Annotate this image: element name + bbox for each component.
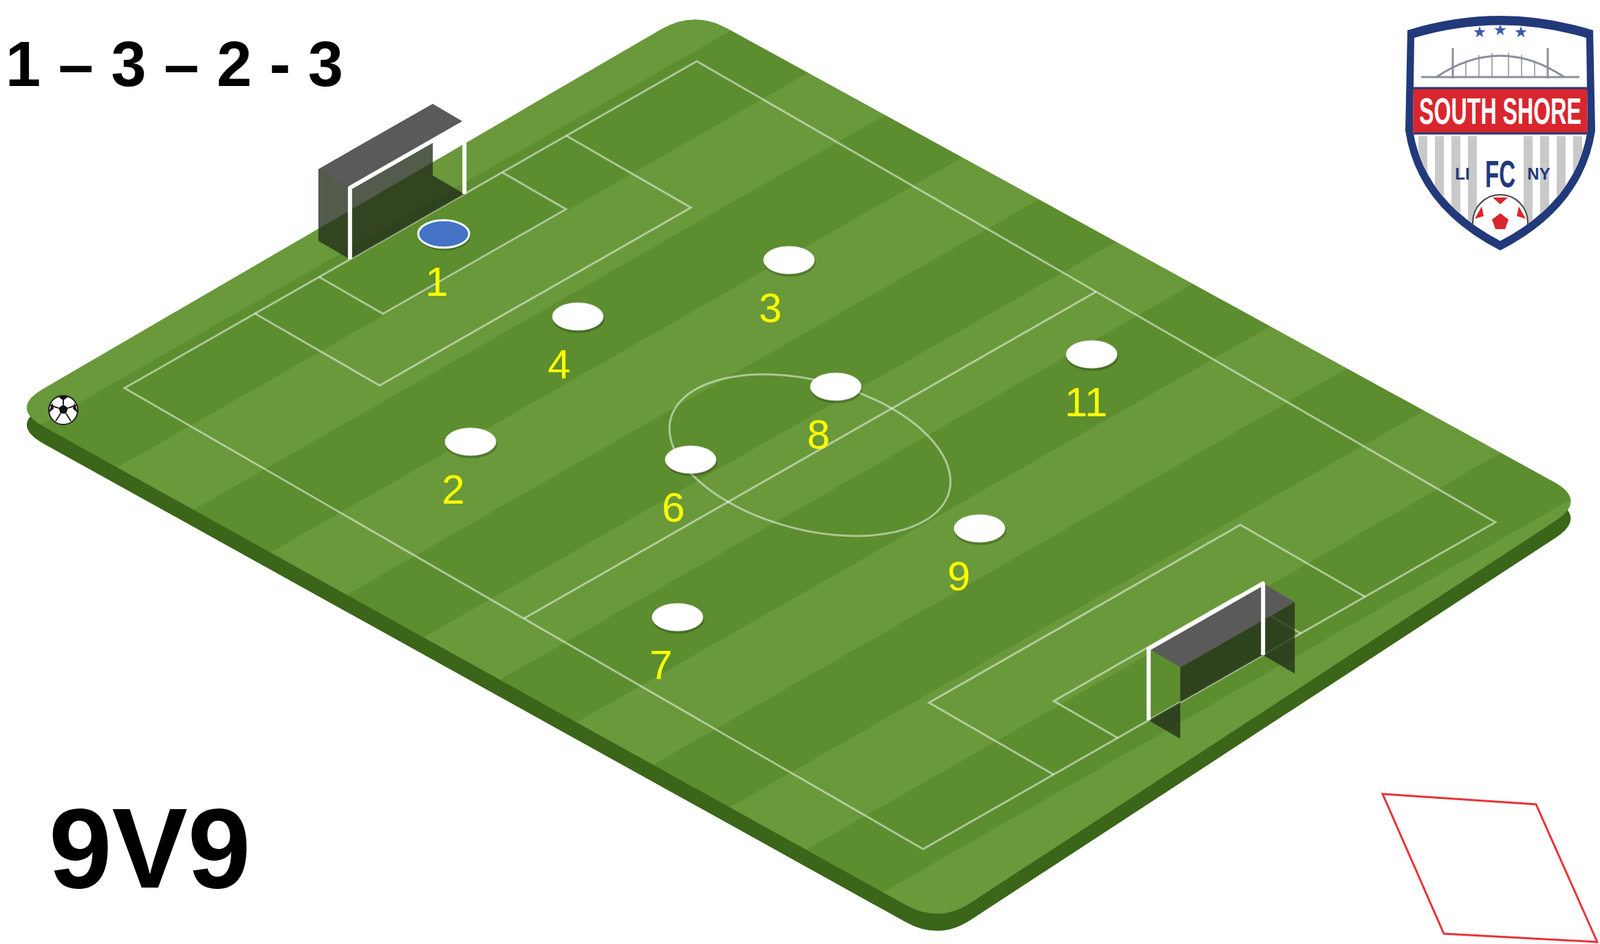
player-disc [1064,339,1120,374]
player-marker: 3 [747,244,831,335]
player-disc [663,444,719,479]
formation-title: 1 – 3 – 2 - 3 [5,32,344,96]
player-number: 2 [412,469,495,511]
player-disc [550,301,607,336]
crest-text: NY [1527,165,1550,183]
player-marker: 8 [794,371,878,461]
player-marker: 9 [938,513,1021,603]
crest-text: FC [1485,154,1516,194]
player-number: 4 [517,343,601,386]
player-marker: 1 [402,218,485,309]
player-number: 1 [395,261,479,303]
player-disc [762,244,818,280]
player-number: 3 [729,287,812,329]
pitch-markings [124,61,1496,849]
player-disc [650,601,706,637]
goals [318,103,1295,739]
game-format: 9V9 [48,791,252,906]
ball [48,395,78,425]
player-marker: 2 [429,426,512,516]
player-disc [808,371,864,406]
red-frame [1382,793,1598,942]
player-disc [952,513,1008,548]
crest-text: LI [1454,165,1470,183]
player-number: 8 [777,414,860,456]
player-number: 9 [917,555,1001,598]
player-number: 11 [1044,381,1128,424]
player-marker: 6 [649,444,732,534]
crest-name: SOUTH SHORE [1419,92,1582,130]
club-crest [1403,15,1600,251]
player-disc [416,218,472,254]
player-marker: 11 [1050,339,1133,429]
player-marker: 4 [536,301,620,391]
player-number: 7 [619,644,703,686]
player-number: 6 [632,487,715,529]
player-disc [443,426,499,461]
player-marker: 7 [636,601,719,692]
